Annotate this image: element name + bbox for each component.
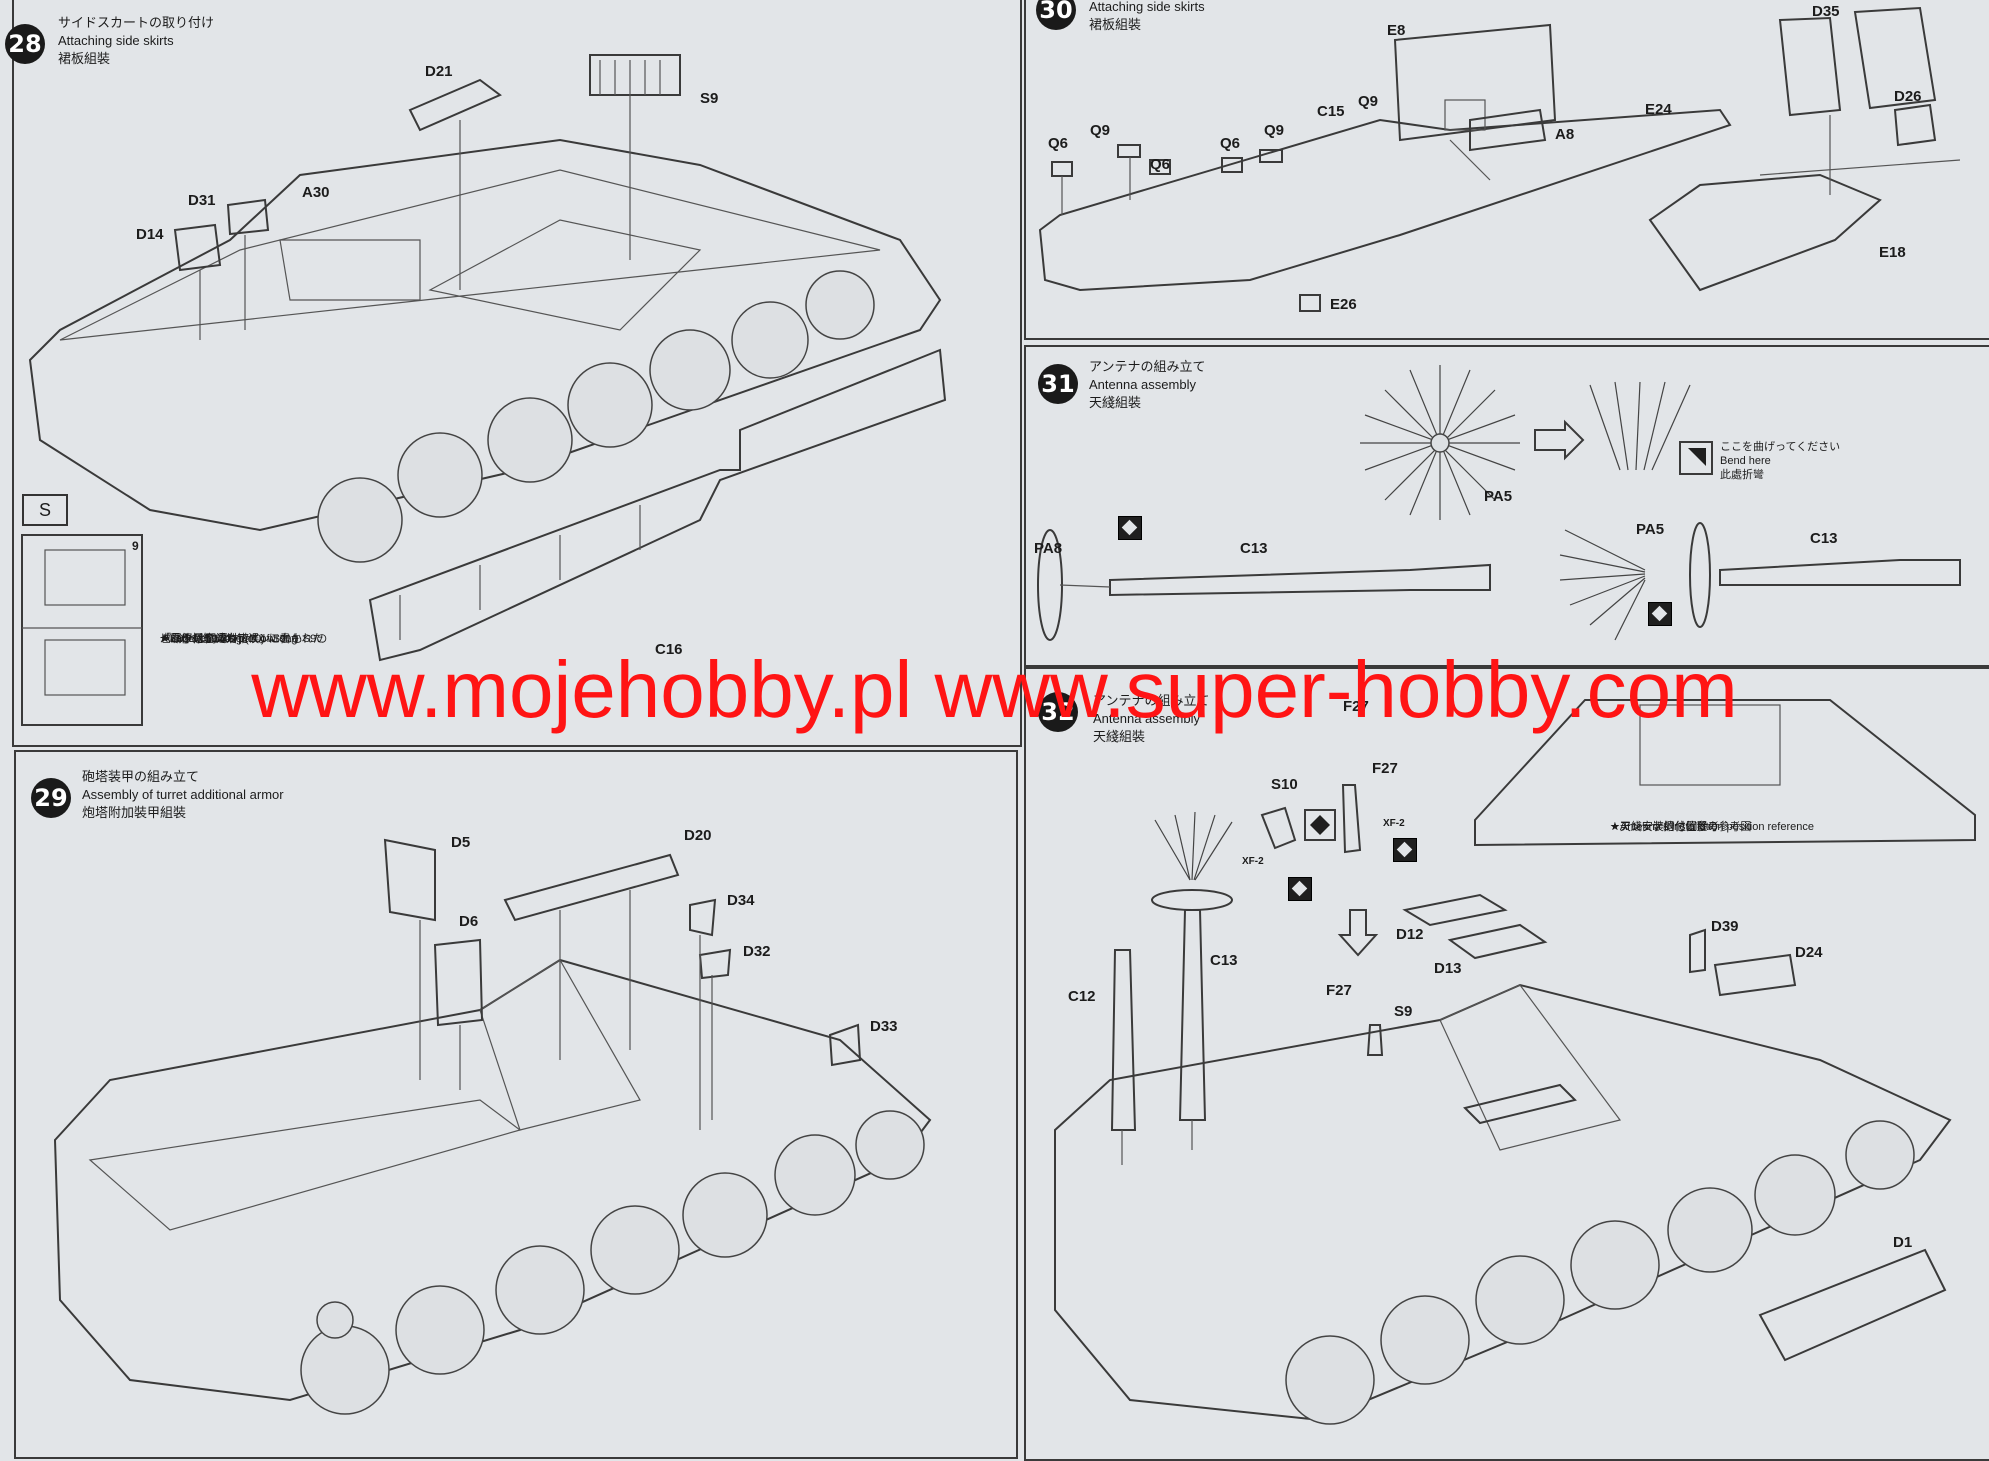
part-label: C15 <box>1317 103 1345 120</box>
part-label: C13 <box>1210 952 1238 969</box>
paint-icon <box>1393 838 1417 862</box>
vehicle-drawing-step-29 <box>53 838 932 1415</box>
part-label: PA5 <box>1636 521 1665 538</box>
step-32-title-ja: アンテナの組み立て <box>1093 693 1210 708</box>
part-label: D6 <box>459 913 479 930</box>
part-label: D14 <box>136 226 164 243</box>
part-label: D24 <box>1795 944 1823 961</box>
note-line: パーツです。 <box>160 633 225 645</box>
part-label: PA5 <box>1484 488 1513 505</box>
note-line: 「10」は間違いです。これもS9の <box>160 633 328 645</box>
part-label: Q9 <box>1264 122 1285 139</box>
part-label: E26 <box>1330 296 1357 313</box>
panel-step-30 <box>1024 0 1989 340</box>
step-31-title-zh: 天綫組裝 <box>1089 395 1142 410</box>
part-number: 9 <box>132 539 139 553</box>
part-label: D5 <box>451 834 471 851</box>
step-number-29: 29 <box>31 778 71 818</box>
part-label: E18 <box>1879 244 1906 261</box>
part-label: D31 <box>188 192 216 209</box>
antenna-drawing-step-31 <box>1037 365 1961 641</box>
paint-code: XF-2 <box>1383 818 1405 829</box>
step-29-title-en: Assembly of turret additional armor <box>82 787 284 802</box>
part-label: D13 <box>1434 960 1462 977</box>
step-32-title-zh: 天綫組裝 <box>1093 729 1146 744</box>
step-31-title-en: Antenna assembly <box>1089 377 1196 392</box>
part-label: F27 <box>1326 982 1352 999</box>
part-label: Q9 <box>1358 93 1379 110</box>
part-label: D32 <box>743 943 771 960</box>
part-label: D39 <box>1711 918 1739 935</box>
vehicle-drawing-step-28 <box>21 54 947 726</box>
note-line: ★Label of 10 is part of S9 <box>160 633 287 645</box>
part-label: S9 <box>1394 1003 1413 1020</box>
part-label: C13 <box>1810 530 1838 547</box>
part-label: C13 <box>1240 540 1268 557</box>
part-label: D33 <box>870 1018 898 1035</box>
part-label: D26 <box>1894 88 1922 105</box>
step-number-31: 31 <box>1038 364 1078 404</box>
part-label: Q9 <box>1090 122 1111 139</box>
bend-note-zh: 此處折彎 <box>1720 469 1764 481</box>
part-label: E8 <box>1387 22 1406 39</box>
note-line: ★零件标签10为错误， <box>160 633 271 645</box>
step-28-title-zh: 裙板組裝 <box>58 51 111 66</box>
part-label: E24 <box>1645 101 1672 118</box>
sprue-label: S <box>22 494 68 526</box>
note-line: ★Antenna's installation position referen… <box>1610 821 1814 833</box>
part-label: F27 <box>1343 698 1369 715</box>
part-label: Q6 <box>1048 135 1069 152</box>
step-30-title-en: Attaching side skirts <box>1089 0 1205 14</box>
bend-note-ja: ここを曲げってください <box>1720 441 1841 453</box>
step-29-title-zh: 炮塔附加裝甲組裝 <box>82 805 187 820</box>
bend-note-en: Bend here <box>1720 455 1771 467</box>
panel-step-28 <box>12 0 1022 747</box>
paint-code: XF-2 <box>1242 856 1264 867</box>
note-line: ★天綫安裝的位置參考 <box>1610 821 1719 833</box>
step-number-32: 32 <box>1038 692 1078 732</box>
note-line: ★Label of wrong (10) wrong <box>160 633 298 645</box>
part-label: D35 <box>1812 3 1840 20</box>
watermark: www.mojehobby.pl www.super-hobby.com <box>251 645 1738 734</box>
part-label: Q6 <box>1150 156 1171 173</box>
part-label: A8 <box>1555 126 1575 143</box>
step-30-title-zh: 裙板組裝 <box>1089 17 1142 32</box>
part-label: C12 <box>1068 988 1096 1005</box>
part-label: S10 <box>1271 776 1298 793</box>
step-number-28: 28 <box>5 24 45 64</box>
step-29-title-ja: 砲塔装甲の組み立て <box>82 769 200 784</box>
part-label: A30 <box>302 184 330 201</box>
part-label: Q6 <box>1220 135 1241 152</box>
step-32-title-en: Antenna assembly <box>1093 711 1200 726</box>
part-label: D34 <box>727 892 755 909</box>
part-label: D1 <box>1893 1234 1913 1251</box>
note-line: ★アンテナ据付位置の参考図 <box>1610 821 1752 833</box>
part-label: D21 <box>425 63 453 80</box>
note-line: 也属于是S9零件 <box>160 633 240 645</box>
paint-icon <box>1288 877 1312 901</box>
part-label: D12 <box>1396 926 1424 943</box>
glue-icon <box>1118 516 1142 540</box>
part-label: S9 <box>700 90 719 107</box>
part-label: F27 <box>1372 760 1398 777</box>
step-28-title-ja: サイドスカートの取り付け <box>58 15 215 30</box>
part-label: PA8 <box>1034 540 1063 557</box>
part-label: C16 <box>655 641 683 658</box>
glue-icon <box>1648 602 1672 626</box>
note-line: ★このパーツのラベルに書かれた <box>160 633 324 645</box>
part-label: D20 <box>684 827 712 844</box>
panel-step-31 <box>1024 345 1989 667</box>
parts-drawing-step-30 <box>1038 6 1961 312</box>
step-28-title-en: Attaching side skirts <box>58 33 174 48</box>
step-number-30: 30 <box>1036 0 1076 30</box>
step-31-title-ja: アンテナの組み立て <box>1089 359 1206 374</box>
